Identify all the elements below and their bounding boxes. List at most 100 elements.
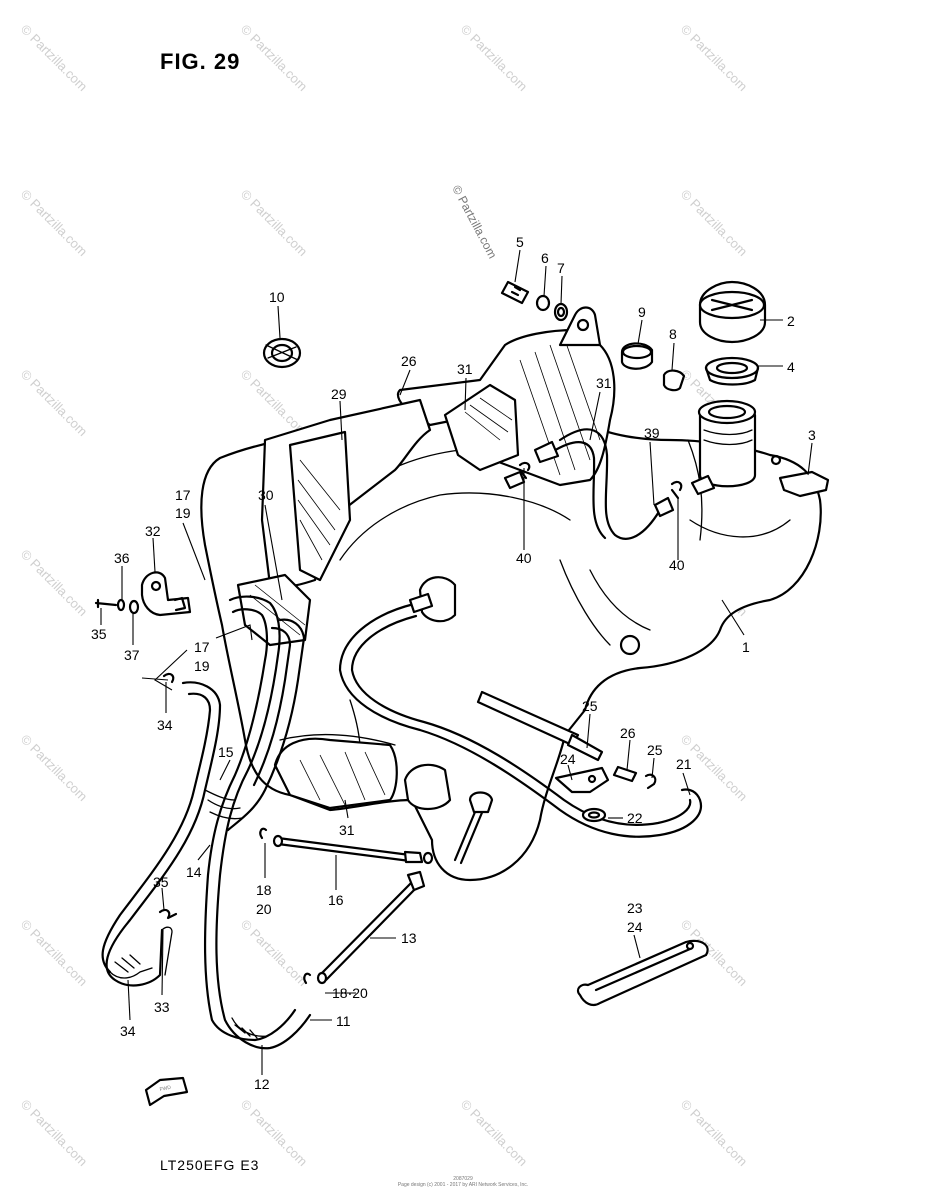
breather-pipe xyxy=(316,870,426,985)
callout-36: 35 xyxy=(91,626,107,642)
watermark: © Partzilla.com xyxy=(238,367,311,440)
callout-10: 10 xyxy=(269,289,285,305)
mounting-hole xyxy=(619,634,641,656)
callout-24: 24 xyxy=(627,919,643,935)
callout-8: 8 xyxy=(669,326,677,342)
callout-21: 21 xyxy=(676,756,692,772)
footer-code: 2087029 xyxy=(453,1176,473,1182)
hose xyxy=(203,595,312,1050)
callout-18-20: 18·20 xyxy=(332,985,368,1001)
vent-tube xyxy=(453,791,494,865)
cushion-9 xyxy=(620,342,654,370)
callout-18: 18 xyxy=(256,882,272,898)
o-ring xyxy=(128,599,140,615)
callout-35: 34 xyxy=(157,717,173,733)
bracket xyxy=(554,766,610,794)
callout-9: 9 xyxy=(638,304,646,320)
callout-17: 17 xyxy=(175,487,191,503)
callout-38: 37 xyxy=(124,647,140,663)
callout-11: 11 xyxy=(336,1013,351,1029)
callout-17: 17 xyxy=(194,639,210,655)
callout-34: 34 xyxy=(120,1023,136,1039)
callout-2: 2 xyxy=(787,313,795,329)
clip xyxy=(644,773,657,790)
callout-25: 25 xyxy=(647,742,663,758)
fuel-cock xyxy=(140,571,192,617)
hose xyxy=(101,681,222,987)
callout-6: 6 xyxy=(541,250,549,266)
callout-7: 7 xyxy=(557,260,565,276)
watermark: © Partzilla.com xyxy=(18,367,91,440)
callout-16: 16 xyxy=(328,892,344,908)
washer xyxy=(116,598,126,612)
watermark: © Partzilla.com xyxy=(18,1097,91,1170)
pin xyxy=(612,765,638,783)
watermark: © Partzilla.com xyxy=(238,917,311,990)
watermark: © Partzilla.com xyxy=(678,22,751,95)
callout-1: 1 xyxy=(742,639,750,655)
breather-pipe xyxy=(272,834,434,865)
callout-13: 13 xyxy=(401,930,417,946)
clip xyxy=(158,908,178,920)
grommet xyxy=(262,337,302,369)
model-code: LT250EFG E3 xyxy=(160,1157,259,1173)
callout-39: 39 xyxy=(644,425,660,441)
clip xyxy=(162,672,175,684)
cap-gasket xyxy=(704,356,760,386)
bolt xyxy=(500,280,530,305)
watermark: © Partzilla.com xyxy=(449,183,499,261)
watermark: © Partzilla.com xyxy=(18,22,91,95)
washer xyxy=(535,294,551,312)
clip xyxy=(259,827,268,840)
washer xyxy=(581,807,607,823)
callout-3: 3 xyxy=(808,427,816,443)
callouts: 2 4 3 5 6 7 8 9 10 26 31 29 31 39 40 40 … xyxy=(91,234,816,1092)
spacer xyxy=(662,369,686,392)
callout-33: 33 xyxy=(154,999,170,1015)
callout-30: 29 xyxy=(331,386,347,402)
clip xyxy=(518,461,531,480)
callout-20: 20 xyxy=(256,901,272,917)
clip xyxy=(303,972,312,985)
watermark: © Partzilla.com xyxy=(678,1097,751,1170)
callout-12: 12 xyxy=(254,1076,270,1092)
callout-27: 24 xyxy=(560,751,576,767)
clip xyxy=(670,480,683,500)
callout-19: 19 xyxy=(175,505,191,521)
callout-30: 30 xyxy=(258,487,274,503)
watermark: © Partzilla.com xyxy=(18,187,91,260)
rod xyxy=(476,690,604,762)
watermark: © Partzilla.com xyxy=(238,187,311,260)
washer xyxy=(553,302,569,322)
callout-28: 25 xyxy=(582,698,598,714)
callout-14: 14 xyxy=(186,864,202,880)
callout-5: 5 xyxy=(516,234,524,250)
callout-23: 23 xyxy=(627,900,643,916)
callout-26: 26 xyxy=(620,725,636,741)
breather-hose xyxy=(338,602,703,838)
callout-15: 15 xyxy=(218,744,234,760)
callout-31: 31 xyxy=(457,361,473,377)
screw xyxy=(94,598,118,609)
watermark: © Partzilla.com xyxy=(238,22,311,95)
tank-strap xyxy=(576,939,709,1007)
callout-31: 31 xyxy=(596,375,612,391)
watermark: © Partzilla.com xyxy=(18,732,91,805)
watermark: © Partzilla.com xyxy=(458,1097,531,1170)
hose-fitting xyxy=(408,440,716,614)
callout-19: 19 xyxy=(194,658,210,674)
callout-31: 31 xyxy=(339,822,355,838)
watermark: © Partzilla.com xyxy=(678,187,751,260)
callout-29: 26 xyxy=(401,353,417,369)
callout-37: 36 xyxy=(114,550,130,566)
callout-22: 22 xyxy=(627,810,643,826)
forward-arrow: FWD xyxy=(144,1076,189,1107)
callout-4: 4 xyxy=(787,359,795,375)
footer-credit: Page design (c) 2001 - 2017 by ARI Netwo… xyxy=(398,1182,528,1188)
hose xyxy=(550,428,662,540)
callout-40: 40 xyxy=(516,550,532,566)
forward-label: FWD xyxy=(159,1085,172,1093)
figure-title: FIG. 29 xyxy=(160,49,240,74)
hose xyxy=(204,618,306,832)
